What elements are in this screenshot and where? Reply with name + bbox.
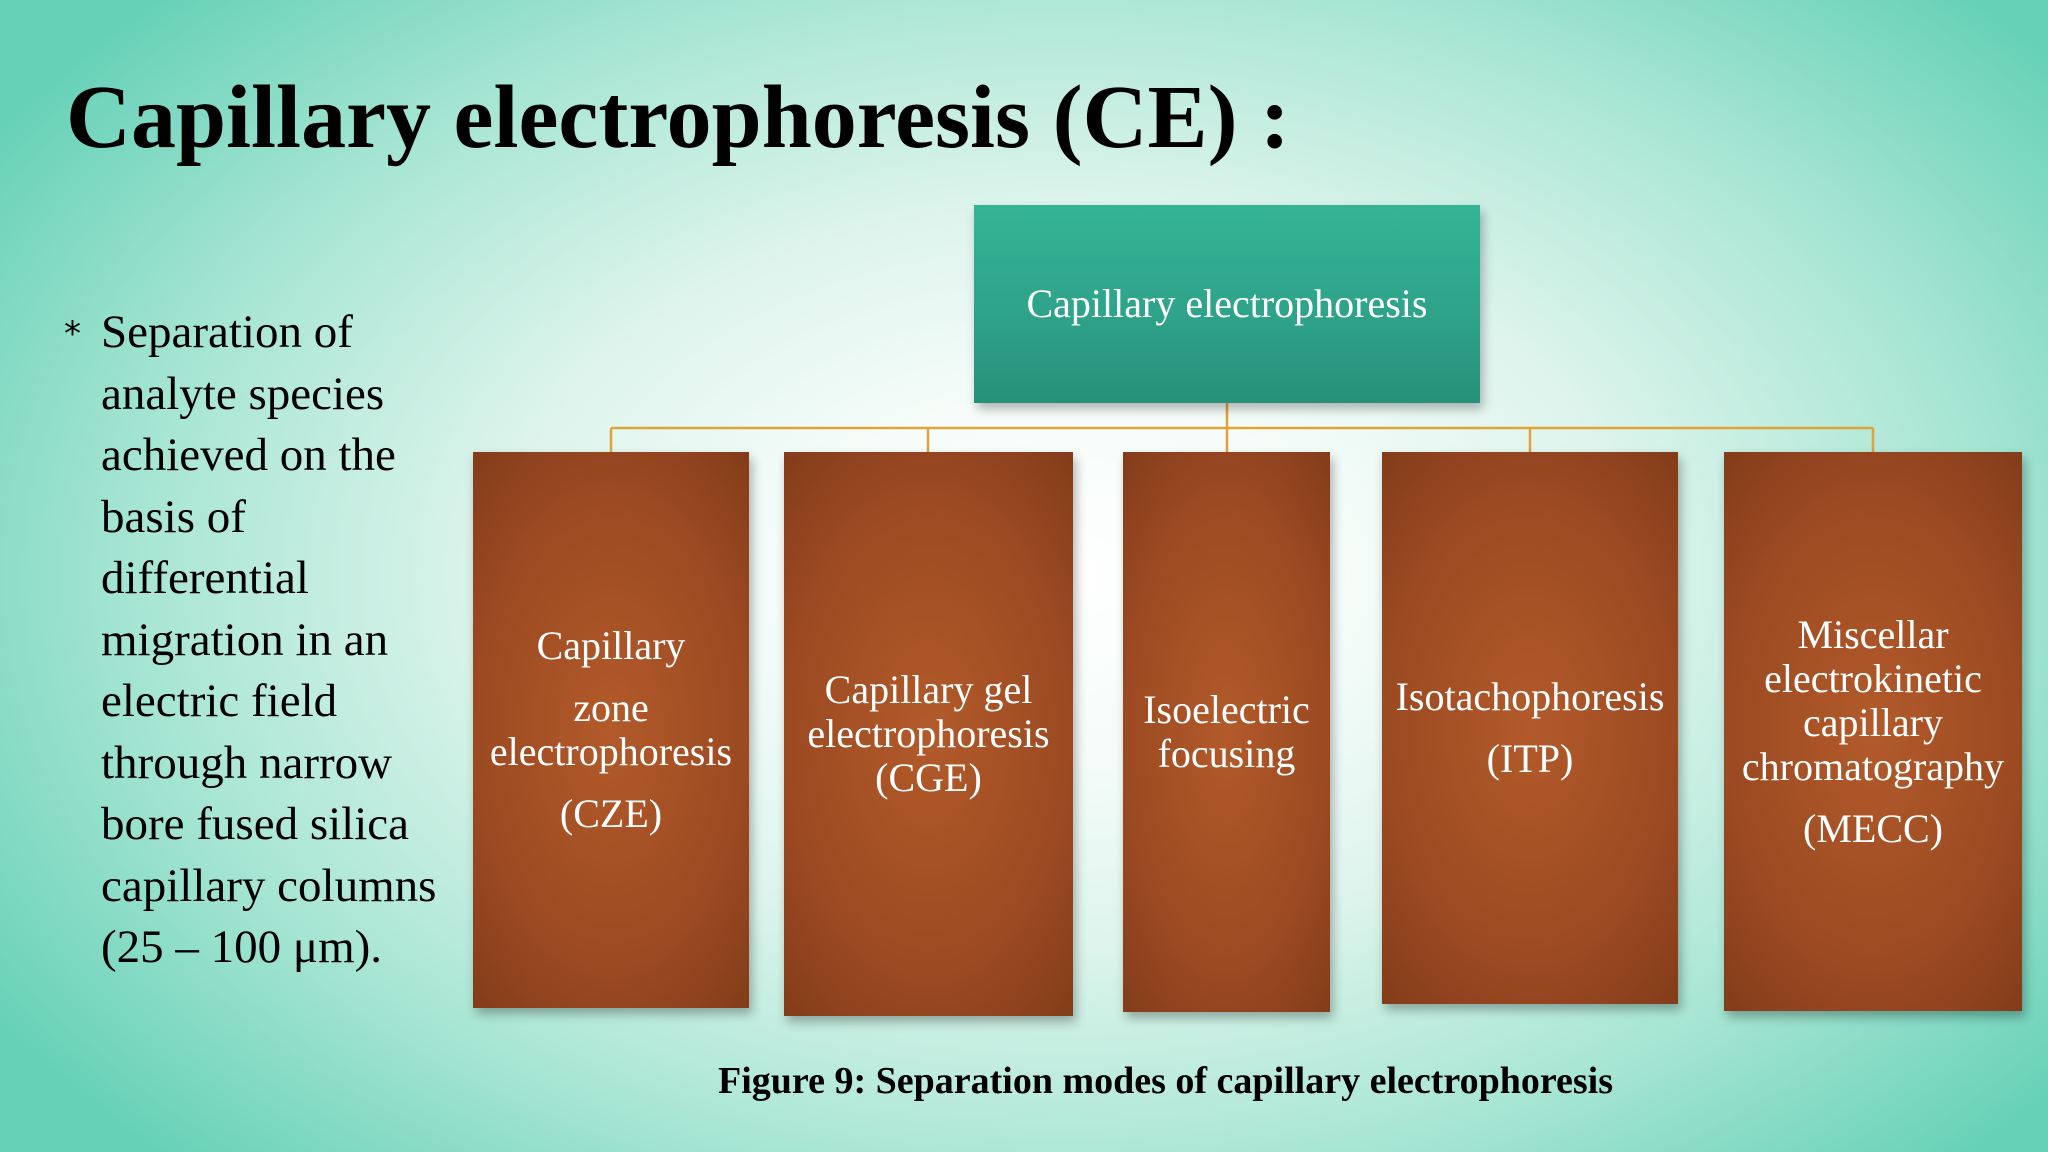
- mode-label-line: electrophoresis: [807, 711, 1050, 756]
- bullet-line: differential: [101, 552, 309, 604]
- mode-label-line: (CZE): [559, 791, 663, 836]
- bullet-line: migration in an: [101, 613, 389, 666]
- mode-label-line: Isotachophoresis: [1395, 674, 1665, 719]
- mode-label-line: Capillary gel: [824, 667, 1033, 712]
- bullet-line: capillary columns: [101, 859, 437, 912]
- mode-label-line: zone: [573, 685, 649, 730]
- mode-label-line: (CGE): [875, 755, 982, 800]
- mode-box-itp: Isotachophoresis (ITP): [1382, 452, 1678, 1004]
- mode-box-mecc: Miscellar electrokinetic capillary chrom…: [1724, 452, 2022, 1011]
- mode-box-czE: Capillary zone electrophoresis (CZE): [473, 452, 749, 1008]
- slide-title: Capillary electrophoresis (CE) :: [66, 68, 1291, 167]
- mode-label-line: Capillary: [536, 623, 686, 668]
- mode-label-line: electrophoresis: [489, 729, 733, 774]
- bullet-line: electric field: [101, 675, 338, 727]
- mode-label-line: Isoelectric: [1143, 687, 1310, 732]
- diagram-root-box: Capillary electrophoresis: [974, 205, 1480, 403]
- mode-label-line: (MECC): [1803, 805, 1943, 851]
- bullet-line: achieved on the: [101, 429, 396, 481]
- mode-label-line: (ITP): [1486, 736, 1574, 781]
- bullet-line: basis of: [101, 490, 246, 543]
- bullet-line: bore fused silica: [101, 798, 410, 850]
- bullet-line: Separation of: [101, 306, 353, 358]
- figure-caption: Figure 9: Separation modes of capillary …: [718, 1060, 1614, 1102]
- mode-label-line: focusing: [1157, 731, 1296, 776]
- bullet-point: * Separation of analyte species achieved…: [64, 302, 484, 979]
- bullet-asterisk-icon: *: [64, 314, 81, 354]
- mode-box-isoelectric: Isoelectric focusing: [1123, 452, 1330, 1012]
- bullet-line: through narrow: [101, 736, 393, 789]
- mode-label-line: Miscellar: [1797, 611, 1949, 657]
- mode-box-cge: Capillary gel electrophoresis (CGE): [784, 452, 1073, 1016]
- mode-label-line: chromatography: [1741, 743, 2005, 789]
- bullet-line: analyte species: [101, 367, 385, 420]
- diagram-root-label: Capillary electrophoresis: [1026, 281, 1428, 326]
- mode-label-line: electrokinetic: [1764, 655, 1982, 701]
- bullet-line: (25 – 100 μm).: [101, 921, 383, 973]
- bullet-text: Separation of analyte species achieved o…: [101, 302, 484, 979]
- mode-label-line: capillary: [1803, 699, 1943, 745]
